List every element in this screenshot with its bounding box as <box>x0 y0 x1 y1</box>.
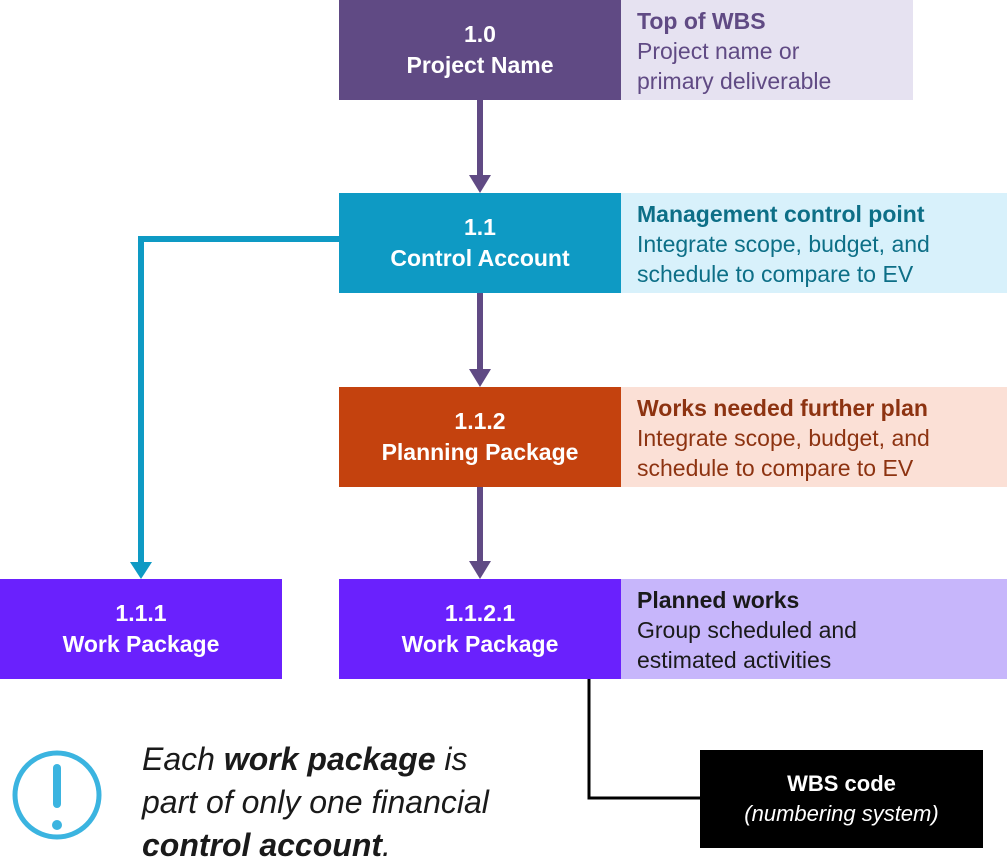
desc-planning: Works needed further plan Integrate scop… <box>621 387 1007 487</box>
wbs-code-callout: WBS code (numbering system) <box>700 750 983 848</box>
arrow-planning-to-workpackage <box>469 487 491 579</box>
desc-control-line2: schedule to compare to EV <box>637 261 914 287</box>
node-project-code: 1.0 <box>464 21 496 47</box>
note-part3: . <box>382 827 391 863</box>
node-planning-package[interactable]: 1.1.2 Planning Package <box>339 387 621 487</box>
desc-project-line2: primary deliverable <box>637 68 832 94</box>
node-control-name: Control Account <box>390 245 570 271</box>
node-wp2-name: Work Package <box>401 631 559 657</box>
desc-work-package: Planned works Group scheduled and estima… <box>621 579 1007 679</box>
node-wp2-code: 1.1.2.1 <box>444 600 516 626</box>
desc-project-line1: Project name or <box>637 38 800 64</box>
note-line-2: part of only one financial <box>142 784 489 820</box>
desc-wp-line1: Group scheduled and <box>637 617 857 643</box>
arrow-project-to-control <box>469 100 491 193</box>
desc-planning-line1: Integrate scope, budget, and <box>637 425 930 451</box>
desc-wp-heading: Planned works <box>637 587 800 613</box>
note-line-3: control account. <box>142 824 489 867</box>
arrow-control-to-planning <box>469 293 491 387</box>
desc-control: Management control point Integrate scope… <box>621 193 1007 293</box>
callout-title: WBS code <box>787 771 896 796</box>
desc-project: Top of WBS Project name or primary deliv… <box>621 0 913 100</box>
desc-wp-line2: estimated activities <box>637 647 832 673</box>
note-line-1: Each work package is <box>142 738 489 781</box>
note-bold-work-package: work package <box>223 741 436 777</box>
desc-planning-heading: Works needed further plan <box>637 395 928 421</box>
node-planning-code: 1.1.2 <box>454 408 506 434</box>
node-project-name: Project Name <box>406 52 554 78</box>
node-wp1-name: Work Package <box>62 631 220 657</box>
node-control-account[interactable]: 1.1 Control Account <box>339 193 621 293</box>
node-wp1-code: 1.1.1 <box>115 600 167 626</box>
note-part1: Each <box>142 741 224 777</box>
desc-project-heading: Top of WBS <box>637 8 766 34</box>
desc-planning-line2: schedule to compare to EV <box>637 455 914 481</box>
desc-control-line1: Integrate scope, budget, and <box>637 231 930 257</box>
node-work-package-111[interactable]: 1.1.1 Work Package <box>0 579 282 679</box>
callout-subtitle: (numbering system) <box>744 801 939 826</box>
info-icon <box>12 750 102 840</box>
desc-control-heading: Management control point <box>637 201 925 227</box>
node-planning-name: Planning Package <box>381 439 579 465</box>
note-part2: is <box>435 741 468 777</box>
node-control-code: 1.1 <box>464 214 496 240</box>
note-bold-control-account: control account <box>142 827 383 863</box>
node-project[interactable]: 1.0 Project Name <box>339 0 621 100</box>
note-text: Each work package is part of only one fi… <box>142 738 489 867</box>
node-work-package-1121[interactable]: 1.1.2.1 Work Package <box>339 579 621 679</box>
arrow-control-to-workpackage-111 <box>130 236 340 579</box>
